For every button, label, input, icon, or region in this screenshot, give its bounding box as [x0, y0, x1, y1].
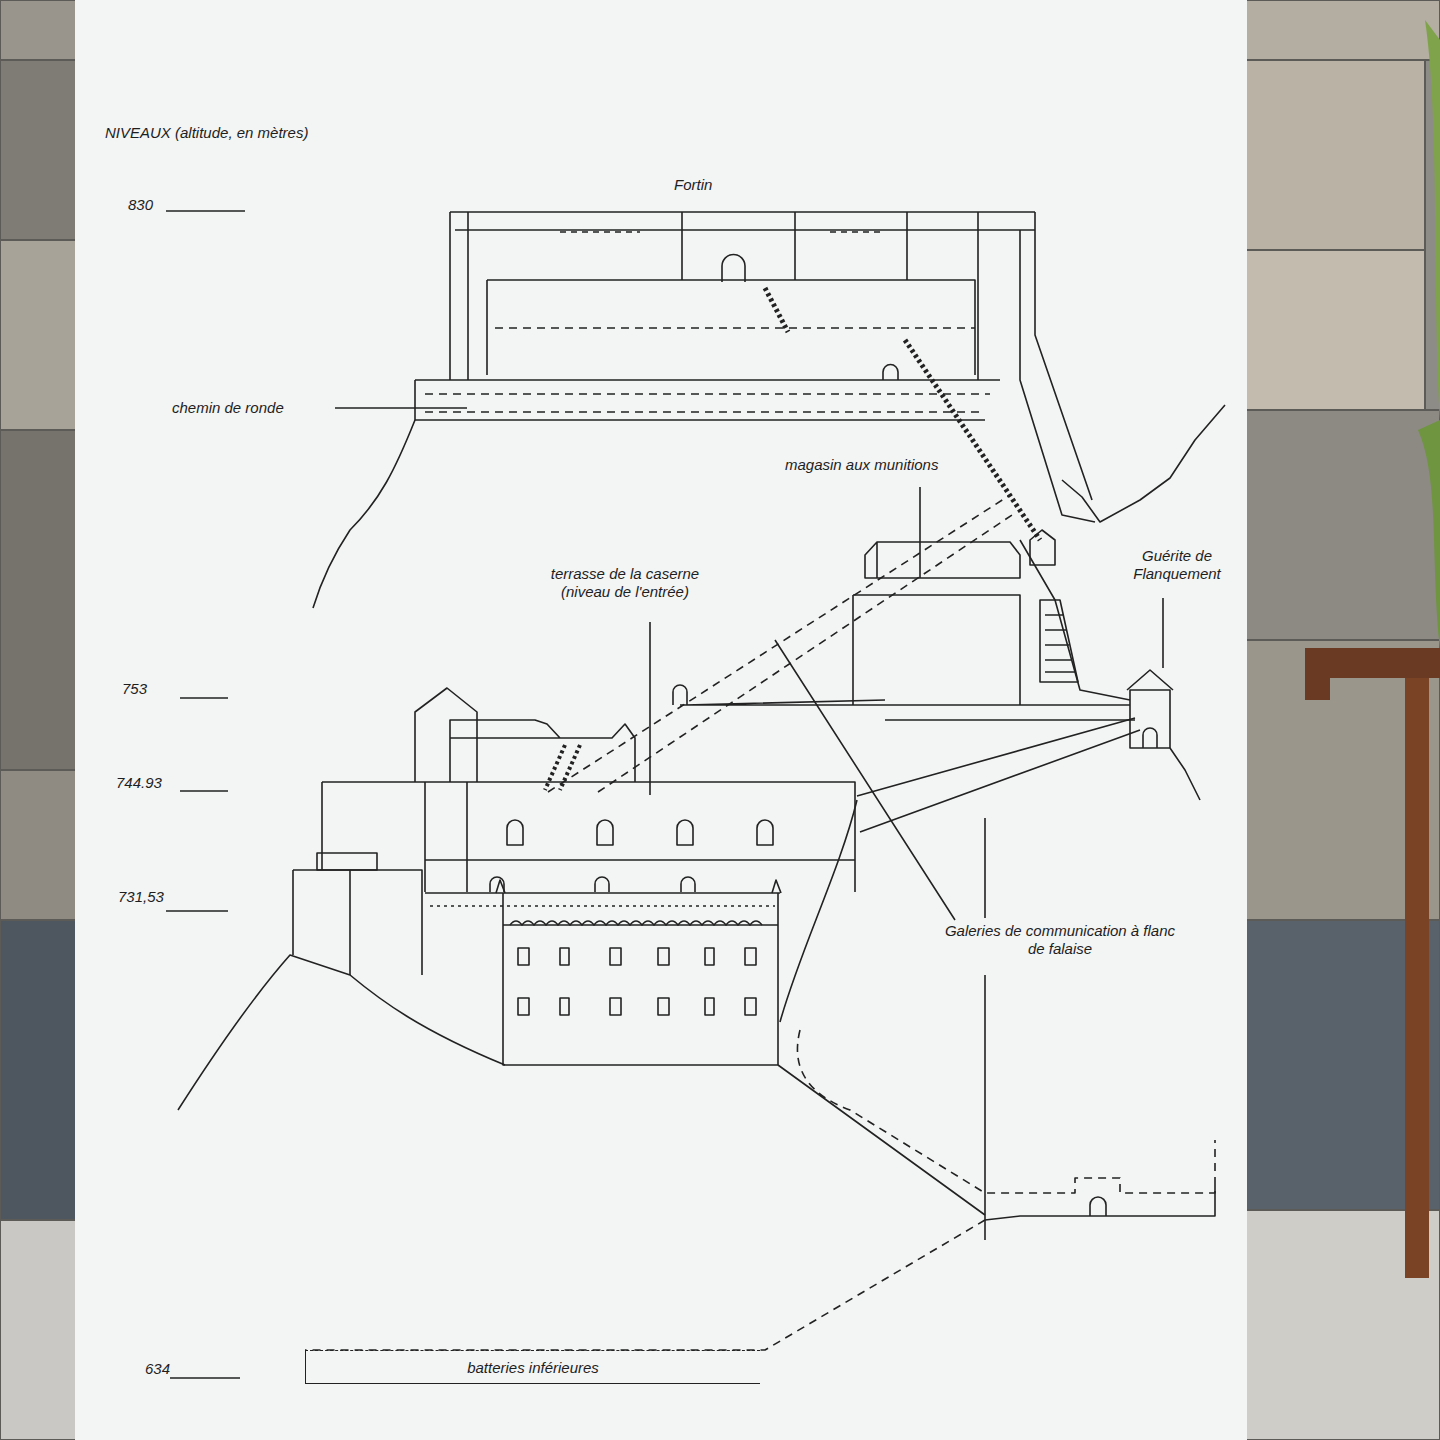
part-label: 731,53 [118, 888, 164, 906]
part-label: 830 [128, 196, 153, 214]
label-text: 744.93 [116, 774, 162, 792]
part-label: 753 [122, 680, 147, 698]
label-text: Fortin [674, 176, 712, 194]
label-text: Guérite de Flanquement [1118, 547, 1236, 583]
part-label: 744.93 [116, 774, 162, 792]
label-text: 731,53 [118, 888, 164, 906]
battery-band: batteries inférieures [305, 1350, 760, 1384]
label-text: 753 [122, 680, 147, 698]
part-label: magasin aux munitions [785, 456, 938, 474]
part-label: NIVEAUX (altitude, en mètres) [105, 124, 308, 142]
label-text: magasin aux munitions [785, 456, 938, 474]
part-label: terrasse de la caserne (niveau de l'entr… [530, 565, 720, 601]
label-text: Galeries de communication à flanc de fal… [940, 922, 1180, 958]
part-label: Galeries de communication à flanc de fal… [940, 922, 1180, 958]
band-text: batteries inférieures [467, 1359, 599, 1376]
label-text: chemin de ronde [172, 399, 284, 417]
part-label: chemin de ronde [172, 399, 284, 417]
part-label: Fortin [674, 176, 712, 194]
label-text: 634 [145, 1360, 170, 1378]
part-label: 634 [145, 1360, 170, 1378]
label-text: 830 [128, 196, 153, 214]
label-text: NIVEAUX (altitude, en mètres) [105, 124, 308, 142]
label-text: terrasse de la caserne (niveau de l'entr… [530, 565, 720, 601]
part-label: Guérite de Flanquement [1118, 547, 1236, 583]
